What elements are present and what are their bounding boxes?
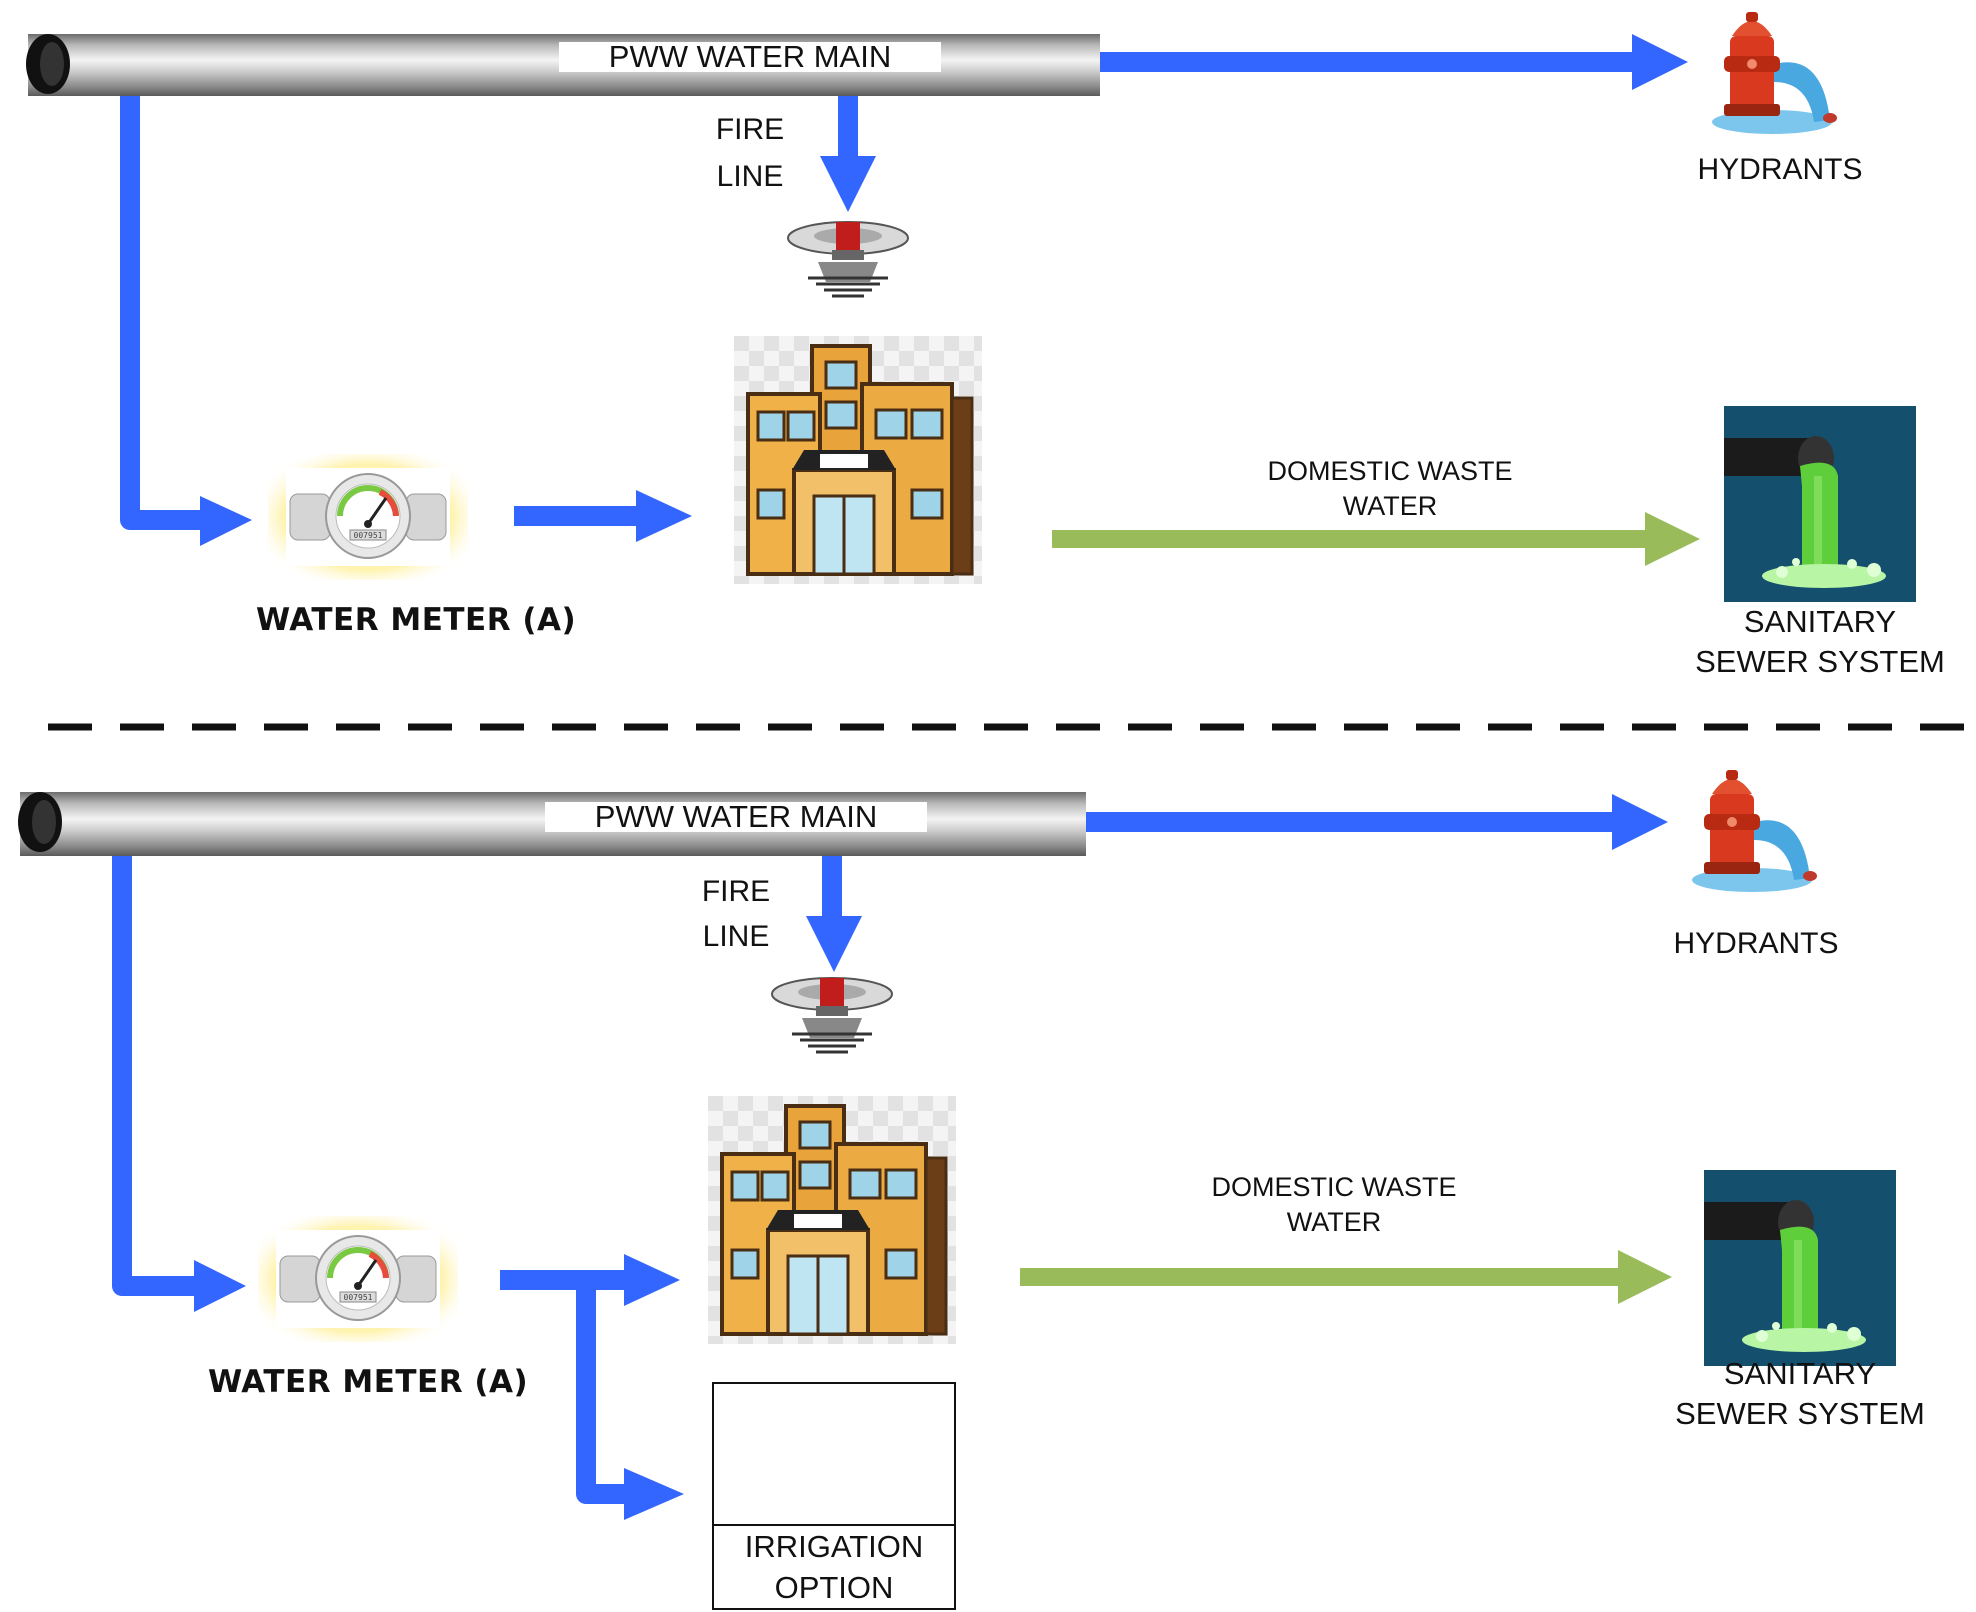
flow-arrow-meter-to-building: [514, 490, 692, 542]
domestic-waste-label-line1: DOMESTIC WASTE: [1211, 1172, 1457, 1202]
domestic-waste-label-line2: WATER: [1286, 1207, 1382, 1238]
sanitary-sewer-label: SANITARY SEWER SYSTEM: [1660, 1354, 1940, 1435]
fire-sprinkler-icon: [770, 976, 894, 1054]
water-main-label: PWW WATER MAIN: [559, 41, 941, 72]
flow-arrow-main-to-meter: [112, 856, 246, 1312]
fire-hydrant-icon: [1712, 12, 1837, 134]
sanitary-sewer-label-line1: SANITARY: [1743, 604, 1897, 639]
sewer-pipe-icon: [1724, 406, 1916, 602]
water-meter-icon: [258, 1216, 458, 1342]
flow-arrow-main-to-meter: [120, 96, 252, 546]
water-main-label: PWW WATER MAIN: [545, 801, 927, 832]
irrigation-option-label-line1: IRRIGATION: [744, 1529, 924, 1564]
domestic-waste-label-line2: WATER: [1342, 491, 1438, 522]
fire-sprinkler-icon: [786, 220, 910, 298]
hydrants-label: HYDRANTS: [1673, 927, 1839, 960]
irrigation-option-label-line2: OPTION: [774, 1570, 894, 1605]
sanitary-sewer-label-line2: SEWER SYSTEM: [1695, 644, 1945, 680]
building-icon: [732, 334, 984, 586]
irrigation-option-label: IRRIGATION OPTION: [714, 1524, 954, 1608]
flow-arrow-fire-line: [820, 96, 876, 212]
flow-arrow-meter-to-irrigation: [576, 1280, 684, 1520]
irrigation-option-box: IRRIGATION OPTION: [712, 1382, 956, 1610]
meter-reading: 007951: [353, 531, 383, 540]
domestic-waste-label: DOMESTIC WASTE WATER: [1230, 454, 1550, 524]
fire-line-label-line2: LINE: [716, 160, 784, 193]
hydrants-label: HYDRANTS: [1697, 153, 1863, 186]
fire-line-label: FIRE LINE: [700, 110, 800, 196]
flow-arrow-domestic-waste: [1020, 1250, 1672, 1304]
building-icon: [706, 1094, 958, 1346]
sewer-pipe-icon: [1704, 1170, 1896, 1366]
fire-line-label: FIRE LINE: [686, 872, 786, 956]
meter-reading: 007951: [343, 1293, 373, 1302]
domestic-waste-label: DOMESTIC WASTE WATER: [1174, 1170, 1494, 1240]
fire-hydrant-icon: [1692, 770, 1817, 892]
water-meter-icon: [268, 454, 468, 580]
sanitary-sewer-label-line2: SEWER SYSTEM: [1675, 1396, 1925, 1432]
flow-arrow-main-to-hydrants: [1086, 794, 1668, 850]
flow-arrow-fire-line: [806, 856, 862, 972]
domestic-waste-label-line1: DOMESTIC WASTE: [1267, 456, 1513, 486]
sanitary-sewer-label: SANITARY SEWER SYSTEM: [1680, 602, 1960, 683]
water-meter-label: WATER METER (A): [256, 602, 577, 638]
sanitary-sewer-label-line1: SANITARY: [1723, 1356, 1877, 1391]
fire-line-label-line1: FIRE: [701, 875, 771, 908]
bottom-panel: [18, 770, 1896, 1528]
flow-arrow-main-to-hydrants: [1100, 34, 1688, 90]
fire-line-label-line2: LINE: [702, 920, 770, 953]
fire-line-label-line1: FIRE: [715, 113, 785, 146]
water-meter-label: WATER METER (A): [208, 1364, 529, 1400]
top-panel: [26, 12, 1916, 602]
flow-arrow-domestic-waste: [1052, 512, 1700, 566]
